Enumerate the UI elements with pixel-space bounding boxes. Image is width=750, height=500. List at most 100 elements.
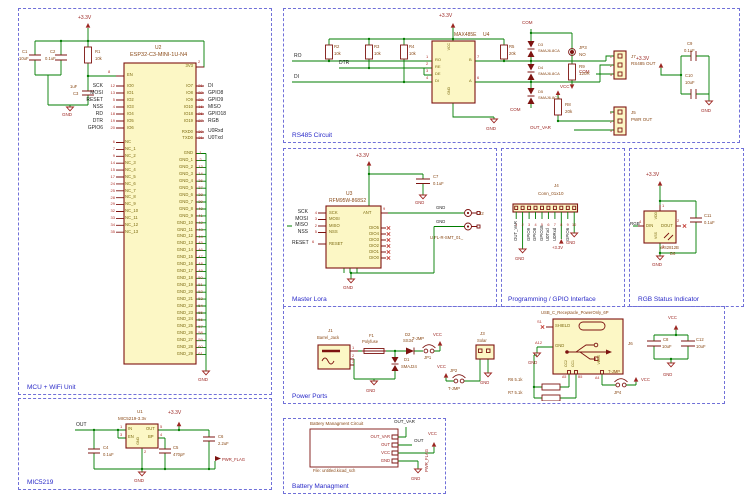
- pin-row: DIO3: [339, 237, 379, 243]
- gnd-label: GND: [134, 478, 144, 483]
- d4-value: SMAJ6.8CA: [538, 71, 560, 76]
- u3-value: RFM95W-868S2: [329, 198, 367, 204]
- pin-number: 18: [110, 111, 115, 116]
- jp3-value: NO: [579, 52, 586, 57]
- section-rgb-status: +3.3V RGB 4 DIN DOUT 2 VDD VSS 1 3 WS281…: [629, 148, 744, 307]
- pin-number: 6: [312, 239, 315, 244]
- r3-value: 10k: [374, 51, 381, 56]
- pin-name: GND_17: [176, 268, 193, 274]
- pin-name: IO10: [183, 103, 193, 109]
- net-label: GPIO9: [525, 227, 531, 241]
- gnd-label: GND: [343, 285, 353, 290]
- u4-value: MAX485E: [454, 32, 477, 38]
- pin-row: 9 NC_2: [103, 153, 138, 160]
- net-vcc: VCC: [433, 332, 442, 337]
- pin-row: 2: [604, 118, 612, 127]
- gnd-label: GND: [486, 126, 496, 131]
- j7-ref: J7: [631, 54, 636, 59]
- pin-row: GND_22 54: [147, 302, 208, 309]
- j4-value: Conn_01x10: [538, 191, 564, 196]
- pin-name: NC_9: [125, 201, 136, 207]
- gnd-label: GND: [515, 256, 525, 261]
- pin-name: IO18: [183, 110, 193, 116]
- u2-value: ESP32-C3-MINI-1U-N4: [130, 52, 188, 58]
- pin-row: GND_4 36: [147, 178, 208, 185]
- pin-name: DIO3: [369, 236, 379, 242]
- pin-name: GND_23: [176, 309, 193, 315]
- pin-row: MISO: [329, 223, 340, 230]
- pin-number: 32: [110, 208, 115, 214]
- pin-name: IO6: [127, 124, 134, 130]
- pin-number: 3: [609, 72, 612, 77]
- pin-name: GND_21: [176, 295, 193, 301]
- pin-out: OUT: [146, 426, 155, 431]
- pin-number: 5: [540, 222, 544, 227]
- net-label: SCK: [297, 209, 308, 216]
- pin-name: TXD0: [182, 135, 193, 141]
- pin-number: 55: [198, 309, 203, 315]
- pin-name: GND_15: [176, 254, 193, 260]
- en-pin-name: EN: [127, 72, 133, 77]
- sheet-pin-row: VCC: [358, 449, 390, 457]
- net-label: GPIO8: [532, 227, 538, 241]
- pin-number-a4: A4: [595, 376, 600, 380]
- d3-ref: D3: [538, 42, 544, 47]
- pin-row: 2: [604, 62, 612, 71]
- pin-row: 3: [604, 127, 612, 136]
- jp1-value: T-JMP: [412, 336, 425, 341]
- pin-number: 20: [110, 125, 115, 130]
- pin-number: 47: [198, 254, 203, 260]
- pin-row: GND_26 58: [147, 330, 208, 337]
- pin-number: 37: [198, 185, 203, 191]
- sheet-pin-label: GND: [380, 457, 390, 463]
- pin-number: 7: [553, 222, 556, 227]
- c12-value: 10uF: [696, 344, 706, 349]
- pin-name: GND_8: [179, 205, 193, 211]
- net-label-cell: GPIO6: [565, 221, 571, 241]
- pin-number-dout: 2: [677, 218, 680, 223]
- pin-row: 15 NC_4: [103, 167, 138, 174]
- j4-ref: J4: [554, 183, 559, 188]
- pin-row: IO2: [127, 97, 134, 104]
- pin-number-a5: A5: [562, 375, 567, 379]
- pin-row: DIO2: [339, 243, 379, 249]
- pin-number: 51: [198, 281, 203, 287]
- pin-name: RXD0: [181, 128, 193, 134]
- net-vcc: VCC: [641, 377, 650, 382]
- j1-value: Barrel_Jack: [317, 335, 340, 340]
- r4-ref: R4: [409, 44, 415, 49]
- pin-row: NSS: [329, 229, 340, 236]
- section-master-lora: +3.3V C7 0.1uF GND U3 RFM95W-868S2 SCK 4…: [283, 148, 497, 307]
- d5-ref: D5: [538, 89, 544, 94]
- pin-name: GND_10: [176, 219, 193, 225]
- d3-value: SMAJ6.8CA: [538, 48, 560, 53]
- pin-row: 32 NC_10: [103, 208, 139, 215]
- r2-ref: R2: [334, 44, 340, 49]
- pin-number: 3: [352, 359, 355, 364]
- pin-name: GND_29: [176, 351, 193, 357]
- c6-ref: C6: [218, 434, 224, 439]
- pin-number: 3: [609, 128, 612, 133]
- j3-ref: J3: [480, 331, 485, 336]
- pin-name: NC_7: [125, 187, 136, 193]
- pin-number: 43: [198, 226, 203, 232]
- c1-ref: C1: [22, 49, 28, 54]
- pin-row: RD 18: [71, 111, 117, 118]
- lora-left-net-labels: SCK 4 MOSI 3 MISO 2 NSS 5: [286, 210, 317, 236]
- net-gnd: GND: [436, 218, 446, 224]
- sheet-pin-label: OUT: [381, 441, 390, 447]
- pin-row: IO18 26 GPIO18: [157, 111, 226, 118]
- section-power-ports: J1 Barrel_Jack 1 2 3 F1 Polyfuse D1 SMAJ…: [283, 306, 725, 404]
- pin-number-vss: 3: [662, 244, 665, 249]
- u4-ref: U4: [483, 32, 490, 38]
- sheet-pin-row: OUT_VAR: [358, 433, 390, 441]
- pin-number: 25: [110, 187, 115, 193]
- pin-name: GND: [183, 150, 193, 156]
- net-vcc: VCC: [428, 431, 437, 436]
- c3-ref: C3: [73, 91, 79, 96]
- pin-number: 9: [383, 206, 386, 211]
- pin-row: 3: [604, 71, 612, 80]
- gnd-label: GND: [566, 240, 576, 245]
- pin-row: GND_2 13: [147, 164, 208, 171]
- pin-row: TXD0 31 U0Txd: [157, 135, 223, 141]
